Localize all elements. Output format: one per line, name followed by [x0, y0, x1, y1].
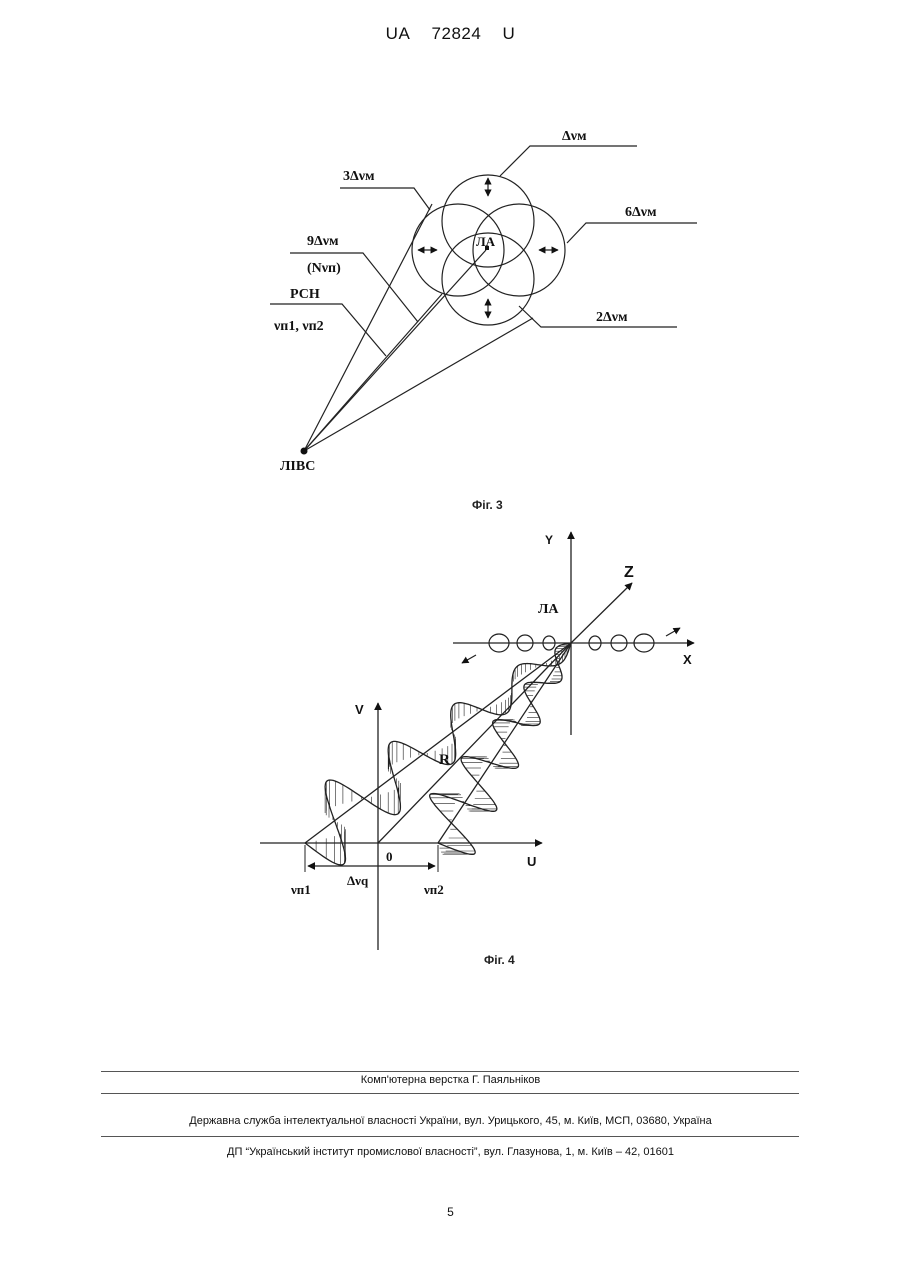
page-number: 5: [0, 1205, 901, 1219]
footer-institute: ДП “Український інститут промислової вла…: [0, 1146, 901, 1158]
label-v: V: [355, 702, 364, 717]
wave-along-vp1: [305, 643, 571, 865]
footer-rule-3: [101, 1136, 799, 1137]
figure-4: [260, 532, 694, 950]
fig3-caption: Фіг. 3: [472, 498, 503, 512]
footer-layout-credit: Комп'ютерна верстка Г. Паяльніков: [0, 1074, 901, 1086]
footer-rule-2: [101, 1093, 799, 1094]
label-u: U: [527, 854, 536, 869]
label-zero: 0: [386, 849, 393, 864]
leader-3dv: [340, 188, 430, 210]
label-z: Z: [624, 564, 634, 581]
label-9dv-m: 9Δνм: [307, 234, 339, 249]
footer-rule-1: [101, 1071, 799, 1072]
label-r: R: [439, 752, 450, 768]
label-6dv-m: 6Δνм: [625, 205, 657, 220]
label-nvp: (Nνп): [307, 261, 341, 276]
z-axis: [571, 583, 632, 643]
ray-R: [378, 643, 571, 843]
livs-point: [301, 448, 308, 455]
leader-dv: [500, 146, 637, 176]
label-dv-m: Δνм: [562, 129, 587, 144]
ray-3: [304, 250, 486, 451]
label-vp1: νп1: [290, 882, 311, 897]
label-dvq: Δνq: [347, 873, 369, 888]
label-2dv-m: 2Δνм: [596, 310, 628, 325]
figure-3: [270, 146, 697, 451]
label-livs: ЛІВС: [280, 459, 315, 474]
label-y: Y: [545, 533, 553, 547]
label-x: X: [683, 652, 692, 667]
fig4-caption: Фіг. 4: [484, 953, 515, 967]
label-vp12: νп1, νп2: [273, 319, 324, 334]
label-vp2: νп2: [423, 882, 444, 897]
leader-6dv: [567, 223, 697, 243]
ray-vp1: [305, 643, 571, 843]
label-rsn: РСН: [290, 287, 320, 302]
label-la-fig3: ЛА: [476, 234, 496, 249]
label-3dv-m: 3Δνм: [343, 169, 375, 184]
label-la-fig4: ЛА: [538, 602, 559, 617]
footer-agency: Державна служба інтелектуальної власност…: [0, 1115, 901, 1127]
